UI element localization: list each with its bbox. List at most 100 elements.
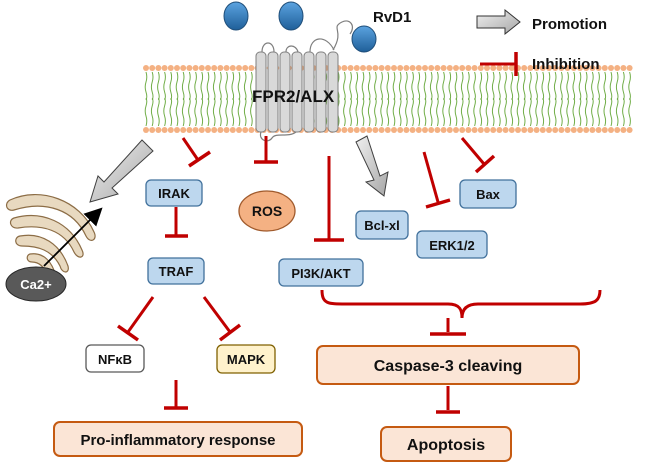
lipid-head <box>242 65 249 71</box>
lipid-head <box>521 127 528 133</box>
lipid-head <box>161 127 168 133</box>
lipid-head <box>608 65 614 71</box>
lipid-tail <box>355 71 359 127</box>
lipid-head <box>496 65 503 71</box>
lipid-head <box>205 127 211 133</box>
lipid-tail <box>553 71 557 127</box>
lipid-head <box>459 65 466 71</box>
lipid-tail <box>398 71 402 127</box>
lipid-head <box>167 127 174 133</box>
lipid-tail <box>615 71 619 127</box>
lipid-head <box>589 65 596 71</box>
lipid-tail <box>367 71 371 127</box>
lipid-tail <box>504 71 507 127</box>
lipid-head <box>539 127 546 133</box>
lipid-head <box>502 65 509 71</box>
membrane-lipid-tails <box>144 71 631 127</box>
lipid-tail <box>609 71 613 127</box>
lipid-head <box>496 127 503 133</box>
lipid-head <box>440 127 447 133</box>
lipid-head <box>539 65 546 71</box>
lipid-head <box>533 127 540 133</box>
lipid-head <box>515 127 521 133</box>
lipid-head <box>459 127 466 133</box>
lipid-tail <box>231 71 235 127</box>
lipid-head <box>161 65 168 71</box>
lipid-head <box>626 127 633 133</box>
legend: Promotion Inhibition <box>476 8 607 76</box>
receptor-label: FPR2/ALX <box>252 87 335 106</box>
inflammatory-label: Pro-inflammatory response <box>80 432 275 449</box>
lipid-head <box>434 65 441 71</box>
lipid-head <box>186 65 193 71</box>
lipid-tail <box>522 71 526 127</box>
lipid-head <box>217 65 224 71</box>
lipid-head <box>229 65 236 71</box>
lipid-tail <box>219 71 222 127</box>
lipid-head <box>167 65 174 71</box>
lipid-tail <box>448 71 452 127</box>
lipid-tail <box>380 71 383 127</box>
lipid-tail <box>491 71 495 127</box>
lipid-head <box>174 65 180 71</box>
mapk-label: MAPK <box>227 352 266 367</box>
lipid-head <box>422 65 428 71</box>
lipid-head <box>341 127 348 133</box>
lipid-head <box>341 65 348 71</box>
lipid-head <box>155 65 162 71</box>
legend-inhibition-label: Inhibition <box>532 56 599 73</box>
lipid-head <box>366 65 373 71</box>
lipid-head <box>440 65 447 71</box>
lipid-head <box>248 127 255 133</box>
lipid-head <box>446 65 453 71</box>
cell-membrane <box>143 65 633 133</box>
node-pi3k-akt: PI3K/AKT <box>278 258 364 287</box>
node-irak: IRAK <box>145 179 203 207</box>
lipid-tail <box>349 71 352 127</box>
outcome-apoptosis: Apoptosis <box>380 426 512 462</box>
lipid-head <box>564 65 571 71</box>
lipid-tail <box>454 71 458 127</box>
lipid-head <box>366 127 373 133</box>
lipid-head <box>192 127 199 133</box>
lipid-head <box>477 127 484 133</box>
lipid-tail <box>467 71 470 127</box>
lipid-head <box>471 65 478 71</box>
lipid-head <box>217 127 224 133</box>
lipid-tail <box>206 71 210 127</box>
ca2-release-arrow <box>43 207 103 267</box>
lipid-tail <box>529 71 532 127</box>
lipid-head <box>409 127 416 133</box>
lipid-head <box>422 127 428 133</box>
lipid-head <box>465 127 472 133</box>
lipid-head <box>595 127 602 133</box>
lipid-tail <box>572 71 576 127</box>
lipid-tail <box>169 71 173 127</box>
lipid-head <box>477 65 484 71</box>
ca2-label: Ca2+ <box>20 277 52 292</box>
lipid-head <box>546 127 552 133</box>
lipid-tail <box>485 71 489 127</box>
lipid-head <box>236 127 242 133</box>
lipid-head <box>484 65 490 71</box>
lipid-head <box>583 127 590 133</box>
nfkb-label: NFκB <box>98 352 132 367</box>
lipid-head <box>428 127 435 133</box>
lipid-head <box>347 127 354 133</box>
lipid-tail <box>250 71 253 127</box>
lipid-tail <box>560 71 563 127</box>
lipid-tail <box>374 71 377 127</box>
lipid-tail <box>392 71 396 127</box>
lipid-tail <box>622 71 625 127</box>
lipid-tail <box>212 71 216 127</box>
lipid-head <box>372 127 379 133</box>
lipid-tail <box>516 71 520 127</box>
lipid-head <box>397 127 404 133</box>
lipid-tail <box>417 71 421 127</box>
lipid-tail <box>510 71 514 127</box>
lipid-head <box>490 65 497 71</box>
pi3k-label: PI3K/AKT <box>291 266 350 281</box>
lipid-head <box>415 127 422 133</box>
outcome-caspase-3: Caspase-3 cleaving <box>316 345 580 385</box>
lipid-head <box>527 127 534 133</box>
